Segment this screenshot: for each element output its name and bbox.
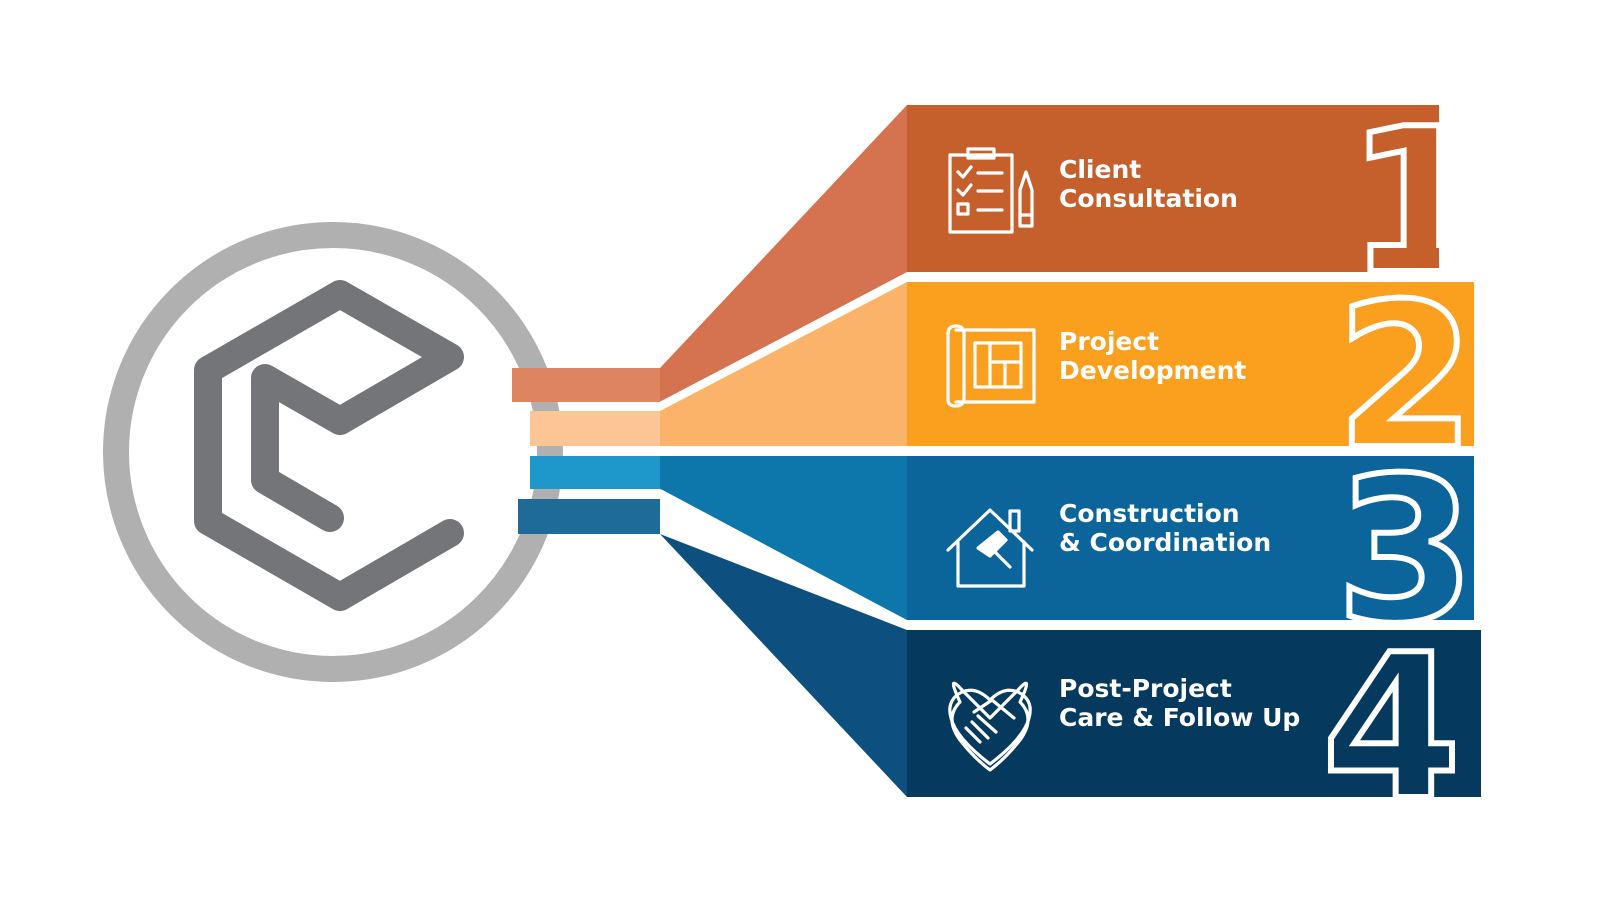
step-1-label: Client Consultation <box>1059 155 1238 213</box>
strip-3 <box>530 456 660 489</box>
step-number-4: 4 <box>1322 612 1461 845</box>
step-3-label-line1: Construction <box>1059 499 1240 528</box>
step-3-label-line2: & Coordination <box>1059 528 1271 557</box>
strip-1 <box>512 368 660 402</box>
step-4-label-line2: Care & Follow Up <box>1059 703 1300 732</box>
strip-2 <box>530 411 660 446</box>
clipboard-checklist-icon <box>948 147 1034 234</box>
step-2-label: Project Development <box>1059 327 1246 385</box>
hexagon-e-logo-icon <box>194 280 464 611</box>
step-2-label-line2: Development <box>1059 356 1246 385</box>
connector-strips <box>512 368 660 534</box>
step-labels: Client Consultation Project Development … <box>1059 155 1300 732</box>
fan-shapes <box>660 105 907 797</box>
step-number-2: 2 <box>1336 261 1475 494</box>
step-2-label-line1: Project <box>1059 327 1159 356</box>
step-1-label-line1: Client <box>1059 155 1141 184</box>
fan-1 <box>660 105 907 402</box>
bar-4 <box>907 630 1481 797</box>
bar-2 <box>907 282 1474 446</box>
fan-3 <box>660 456 907 620</box>
step-4-label-line1: Post-Project <box>1059 674 1232 703</box>
step-number-3: 3 <box>1336 435 1475 668</box>
fan-4 <box>660 534 907 797</box>
fan-2 <box>660 282 907 446</box>
logo-ring <box>103 222 563 682</box>
step-3-label: Construction & Coordination <box>1059 499 1271 557</box>
strip-4 <box>518 499 660 534</box>
blueprint-icon <box>946 324 1036 408</box>
house-hammer-icon <box>946 508 1034 588</box>
step-number-1: 1 <box>1347 86 1486 319</box>
bar-1 <box>907 105 1439 272</box>
logo <box>103 222 563 682</box>
heart-handshake-icon <box>948 681 1032 772</box>
step-4-label: Post-Project Care & Follow Up <box>1059 674 1300 732</box>
step-1-label-line2: Consultation <box>1059 184 1238 213</box>
step-numbers: 1 2 3 4 <box>1319 83 1489 848</box>
separators <box>658 273 1480 627</box>
